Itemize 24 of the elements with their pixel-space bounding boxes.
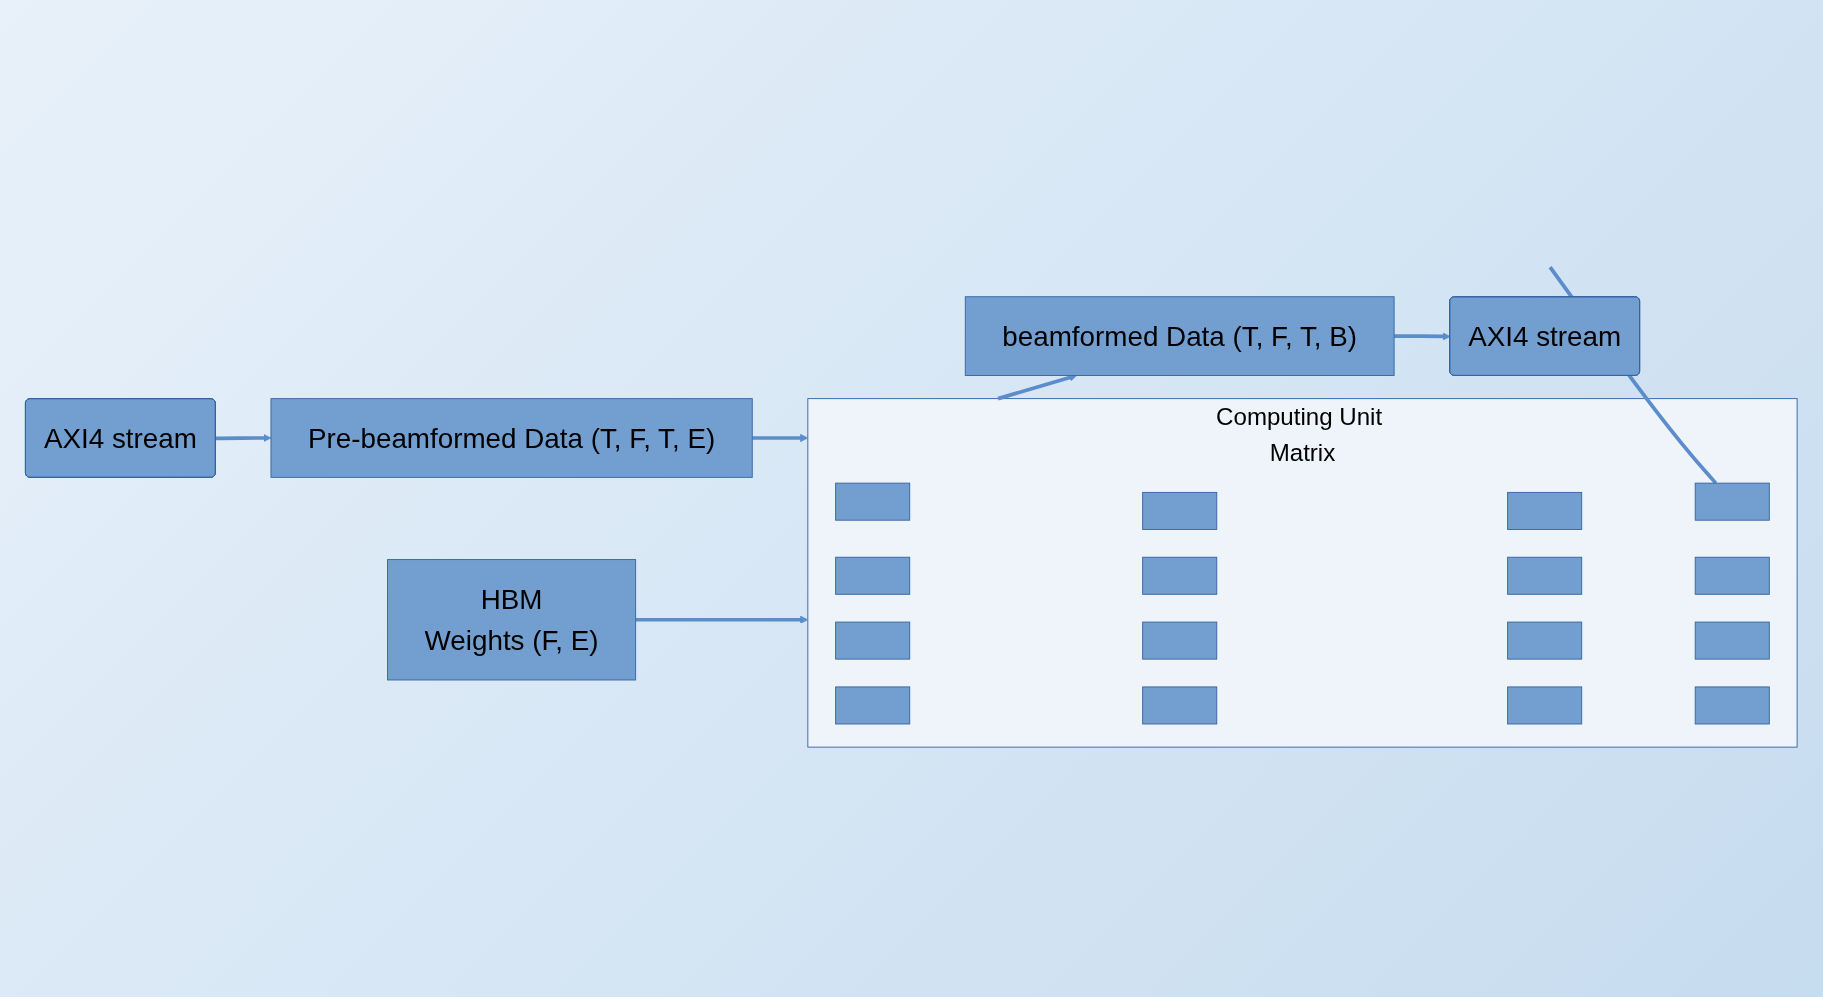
node-box bbox=[1694, 482, 1770, 521]
node-box bbox=[1142, 686, 1218, 725]
node-box bbox=[835, 686, 911, 725]
node-box bbox=[1507, 621, 1583, 660]
node-box bbox=[1507, 556, 1583, 595]
node-box bbox=[1507, 491, 1583, 530]
node-box bbox=[1507, 686, 1583, 725]
node-box: HBM Weights (F, E) bbox=[387, 558, 637, 681]
arrow bbox=[752, 433, 809, 442]
node-box bbox=[1694, 556, 1770, 595]
cluster: Computing Unit Matrix bbox=[807, 397, 1798, 748]
node-box bbox=[1142, 491, 1218, 530]
node-box bbox=[1142, 621, 1218, 660]
node-box: beamformed Data (T, F, T, B) bbox=[965, 295, 1395, 376]
node-box: Pre-beamformed Data (T, F, T, E) bbox=[270, 397, 753, 478]
arrow bbox=[216, 433, 272, 442]
node-box bbox=[835, 482, 911, 521]
arrow bbox=[635, 615, 809, 624]
node-box bbox=[835, 556, 911, 595]
node-box bbox=[1694, 686, 1770, 725]
node-box bbox=[835, 621, 911, 660]
node-box bbox=[1142, 556, 1218, 595]
node-box bbox=[1694, 621, 1770, 660]
arrow bbox=[1394, 332, 1451, 341]
